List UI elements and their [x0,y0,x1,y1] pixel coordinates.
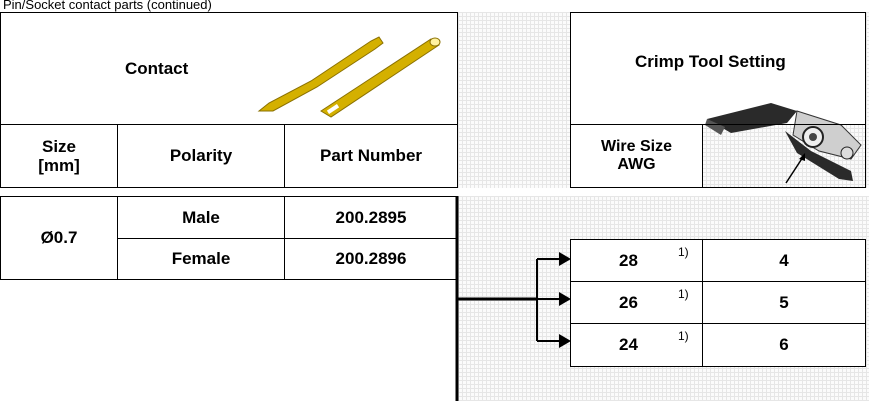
crimp-title: Crimp Tool Setting [635,52,786,71]
awg-value: 28 [619,250,638,270]
wire-size-header: Wire Size AWG [570,124,703,188]
page-caption: Pin/Socket contact parts (continued) [3,0,212,12]
footnote-mark: 1) [678,245,689,259]
part-number-value: 200.2895 [335,207,407,227]
awg-value: 24 [619,335,638,354]
tool-setting-header [702,124,866,188]
pointer-arrow-icon [785,153,805,184]
contact-row-male-polarity: Male [117,196,285,239]
part-number-header: Part Number [284,124,458,188]
crimp-title-cell: Crimp Tool Setting [570,12,866,181]
crimp-row-awg: 24 1) [570,323,703,367]
wire-size-header-label: Wire Size AWG [601,138,672,173]
size-header-label: Size [mm] [38,137,80,175]
connector-diagram [455,196,571,401]
polarity-header-label: Polarity [169,146,233,165]
size-header: Size [mm] [0,124,118,188]
contact-row-female-part-number: 200.2896 [284,238,458,280]
contact-header-cell: Contact [0,12,458,125]
arrow-right-icon [559,334,571,348]
size-cell: Ø0.7 [0,196,118,280]
contact-label: Contact [125,59,189,78]
crimp-row-awg: 26 1) [570,281,703,324]
contact-image [257,36,441,118]
crimp-row-setting: 4 [702,239,866,282]
awg-value: 26 [619,292,638,312]
setting-value: 5 [779,292,789,312]
polarity-value: Female [171,249,231,268]
arrow-right-icon [559,252,571,266]
contact-row-female-polarity: Female [117,238,285,280]
polarity-value: Male [182,207,220,227]
size-value: Ø0.7 [40,228,78,247]
setting-value: 6 [779,335,789,354]
setting-value: 4 [779,250,789,270]
polarity-header: Polarity [117,124,285,188]
crimp-row-setting: 6 [702,323,866,367]
crimp-row-awg: 28 1) [570,239,703,282]
footnote-mark: 1) [678,329,689,343]
crimp-row-setting: 5 [702,281,866,324]
part-number-header-label: Part Number [319,146,423,165]
footnote-mark: 1) [678,287,689,301]
arrow-right-icon [559,292,571,306]
part-number-value: 200.2896 [335,249,407,268]
contact-row-male-part-number: 200.2895 [284,196,458,239]
crimp-tool-image [705,103,862,181]
